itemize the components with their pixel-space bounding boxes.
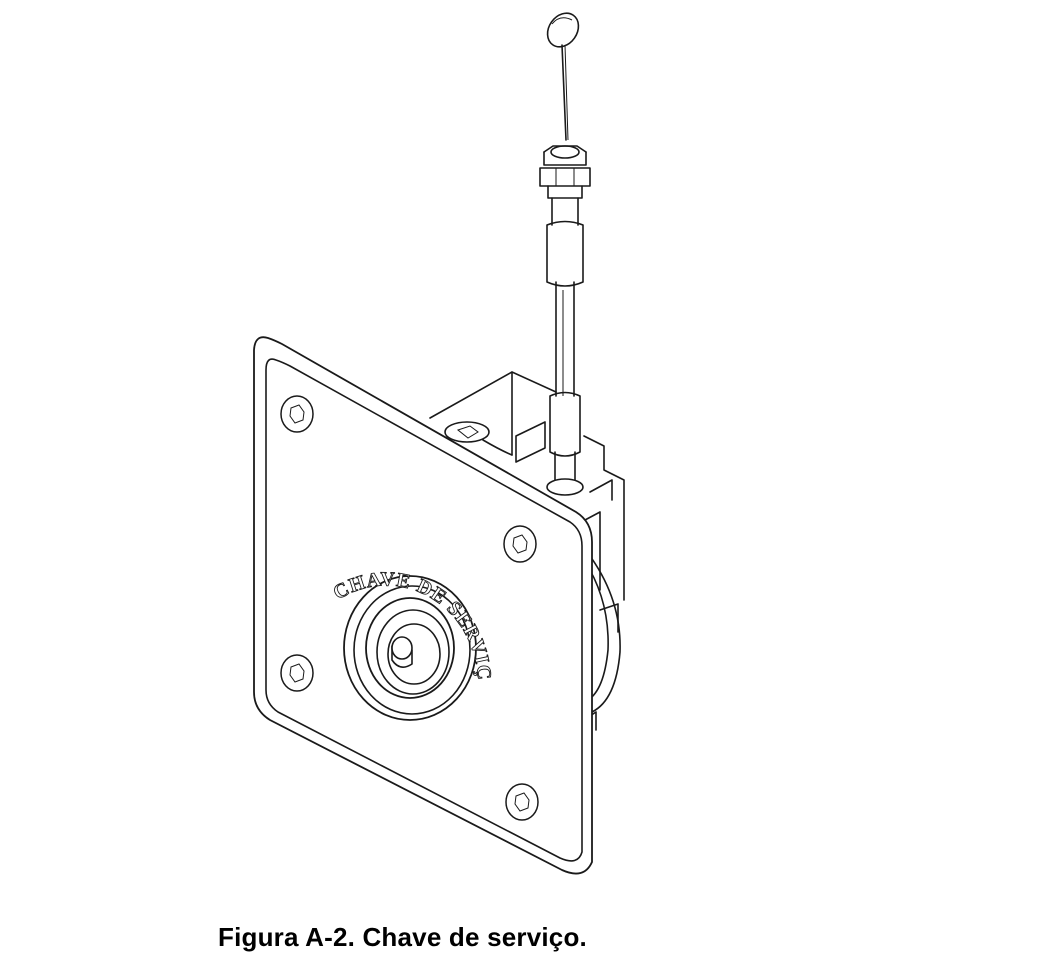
figure-caption: Figura A-2. Chave de serviço. — [218, 922, 587, 952]
switch-housing — [429, 371, 625, 601]
screw-bottom-left — [280, 654, 314, 692]
key-cylinder — [343, 575, 477, 721]
rotary-mechanism — [583, 547, 621, 731]
service-switch-drawing: CHAVE DE SERVIÇO — [0, 0, 625, 875]
screw-top-left — [280, 395, 314, 433]
cable-nut-assembly — [539, 145, 591, 199]
plate-engraving-path: CHAVE DE SERVIÇO — [0, 0, 495, 682]
plate-engraving-text: CHAVE DE SERVIÇO — [0, 0, 495, 681]
cable-sheath — [546, 197, 584, 496]
cable-wire — [561, 44, 569, 141]
cable-pull-knob — [546, 12, 580, 48]
screw-top-right — [503, 525, 537, 563]
screw-bottom-right — [505, 783, 539, 821]
